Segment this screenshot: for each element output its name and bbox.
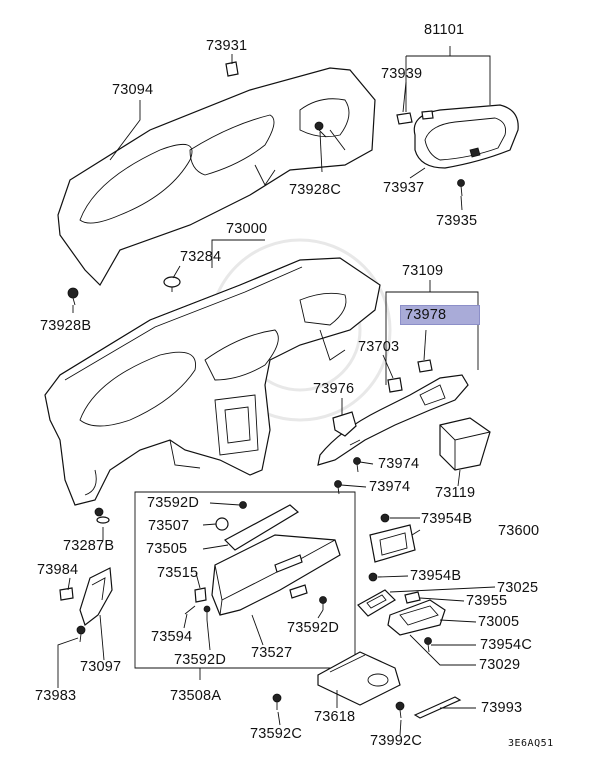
clip-73939-a bbox=[396, 112, 413, 125]
part-label-73592d-c: 73592D bbox=[287, 620, 339, 636]
screw-73974-b bbox=[334, 480, 342, 495]
part-label-73984: 73984 bbox=[37, 562, 79, 578]
part-label-73703: 73703 bbox=[358, 339, 400, 355]
part-label-73094: 73094 bbox=[112, 82, 154, 98]
clip-73939-b bbox=[421, 110, 434, 120]
screw-73954c bbox=[424, 637, 432, 653]
part-label-73505: 73505 bbox=[146, 541, 188, 557]
part-label-73000: 73000 bbox=[226, 221, 268, 237]
leader-lines bbox=[57, 46, 496, 736]
part-label-73954c: 73954C bbox=[480, 637, 532, 653]
part-label-73954b-b: 73954B bbox=[410, 568, 462, 584]
part-label-73025: 73025 bbox=[497, 580, 539, 596]
clip-73984 bbox=[59, 587, 74, 601]
screw-73287b bbox=[94, 507, 110, 524]
part-label-73592c: 73592C bbox=[250, 726, 302, 742]
screw-73935 bbox=[457, 179, 465, 197]
screw-73928b bbox=[67, 287, 79, 306]
main-dash-panel bbox=[44, 257, 381, 506]
screw-73992c bbox=[395, 701, 405, 719]
cup-holder-73618 bbox=[317, 651, 401, 706]
part-label-73287b: 73287B bbox=[63, 538, 115, 554]
part-label-73978-highlighted: 73978 bbox=[400, 305, 480, 325]
part-label-73954b-a: 73954B bbox=[421, 511, 473, 527]
screw-73954b-b bbox=[368, 572, 378, 582]
rod-73993 bbox=[413, 696, 462, 719]
clip-73284 bbox=[163, 276, 181, 292]
part-label-73109: 73109 bbox=[402, 263, 444, 279]
tray-73005 bbox=[387, 599, 446, 636]
part-label-73592d-b: 73592D bbox=[174, 652, 226, 668]
part-label-73592d-a: 73592D bbox=[147, 495, 199, 511]
upper-dash-panel bbox=[57, 67, 376, 286]
part-label-73939: 73939 bbox=[381, 66, 423, 82]
screw-73974-a bbox=[353, 457, 361, 473]
part-label-73992c: 73992C bbox=[370, 733, 422, 749]
panel-73025 bbox=[357, 589, 396, 617]
screw-73928c bbox=[314, 121, 327, 138]
center-lower-panel bbox=[317, 374, 469, 466]
part-label-73508a: 73508A bbox=[170, 688, 222, 704]
part-label-73097: 73097 bbox=[80, 659, 122, 675]
part-label-73515: 73515 bbox=[157, 565, 199, 581]
glovebox-73527 bbox=[211, 534, 341, 616]
clip-73703 bbox=[387, 377, 403, 393]
part-label-73931: 73931 bbox=[206, 38, 248, 54]
part-label-73993: 73993 bbox=[481, 700, 523, 716]
part-label-73600: 73600 bbox=[498, 523, 540, 539]
part-label-73955: 73955 bbox=[466, 593, 508, 609]
part-label-73974-b: 73974 bbox=[369, 479, 411, 495]
part-label-73618: 73618 bbox=[314, 709, 356, 725]
part-label-73974-a: 73974 bbox=[378, 456, 420, 472]
bracket-73505 bbox=[215, 504, 300, 551]
part-label-73976: 73976 bbox=[313, 381, 355, 397]
diagram-code: 3E6AQ51 bbox=[508, 738, 554, 749]
clip-73976 bbox=[332, 411, 357, 437]
screw-73954b-a bbox=[380, 513, 390, 523]
part-label-73005: 73005 bbox=[478, 614, 520, 630]
part-label-73935: 73935 bbox=[436, 213, 478, 229]
clip-73955 bbox=[404, 591, 421, 604]
clip-73978 bbox=[417, 359, 433, 373]
part-label-73527: 73527 bbox=[251, 645, 293, 661]
part-label-81101: 81101 bbox=[424, 22, 465, 38]
side-cover-73097 bbox=[79, 567, 113, 626]
bracket-73600 bbox=[369, 524, 416, 563]
screw-73592d-c bbox=[319, 596, 327, 610]
part-label-73594: 73594 bbox=[151, 629, 193, 645]
screw-73592d-b bbox=[203, 605, 211, 620]
part-label-73937: 73937 bbox=[383, 180, 425, 196]
part-label-73284: 73284 bbox=[180, 249, 222, 265]
part-label-73983: 73983 bbox=[35, 688, 77, 704]
part-label-73507: 73507 bbox=[148, 518, 190, 534]
screw-73592c bbox=[272, 693, 282, 710]
screw-73592d-a bbox=[239, 501, 247, 509]
part-label-73928b: 73928B bbox=[40, 318, 92, 334]
part-label-73928c: 73928C bbox=[289, 182, 341, 198]
clip-73515 bbox=[194, 587, 207, 603]
part-label-73029: 73029 bbox=[479, 657, 521, 673]
pin-73594 bbox=[184, 605, 196, 615]
clip-73931 bbox=[225, 61, 239, 77]
part-label-73119: 73119 bbox=[435, 485, 476, 501]
box-73119 bbox=[439, 417, 491, 471]
screw-73983 bbox=[76, 625, 86, 643]
